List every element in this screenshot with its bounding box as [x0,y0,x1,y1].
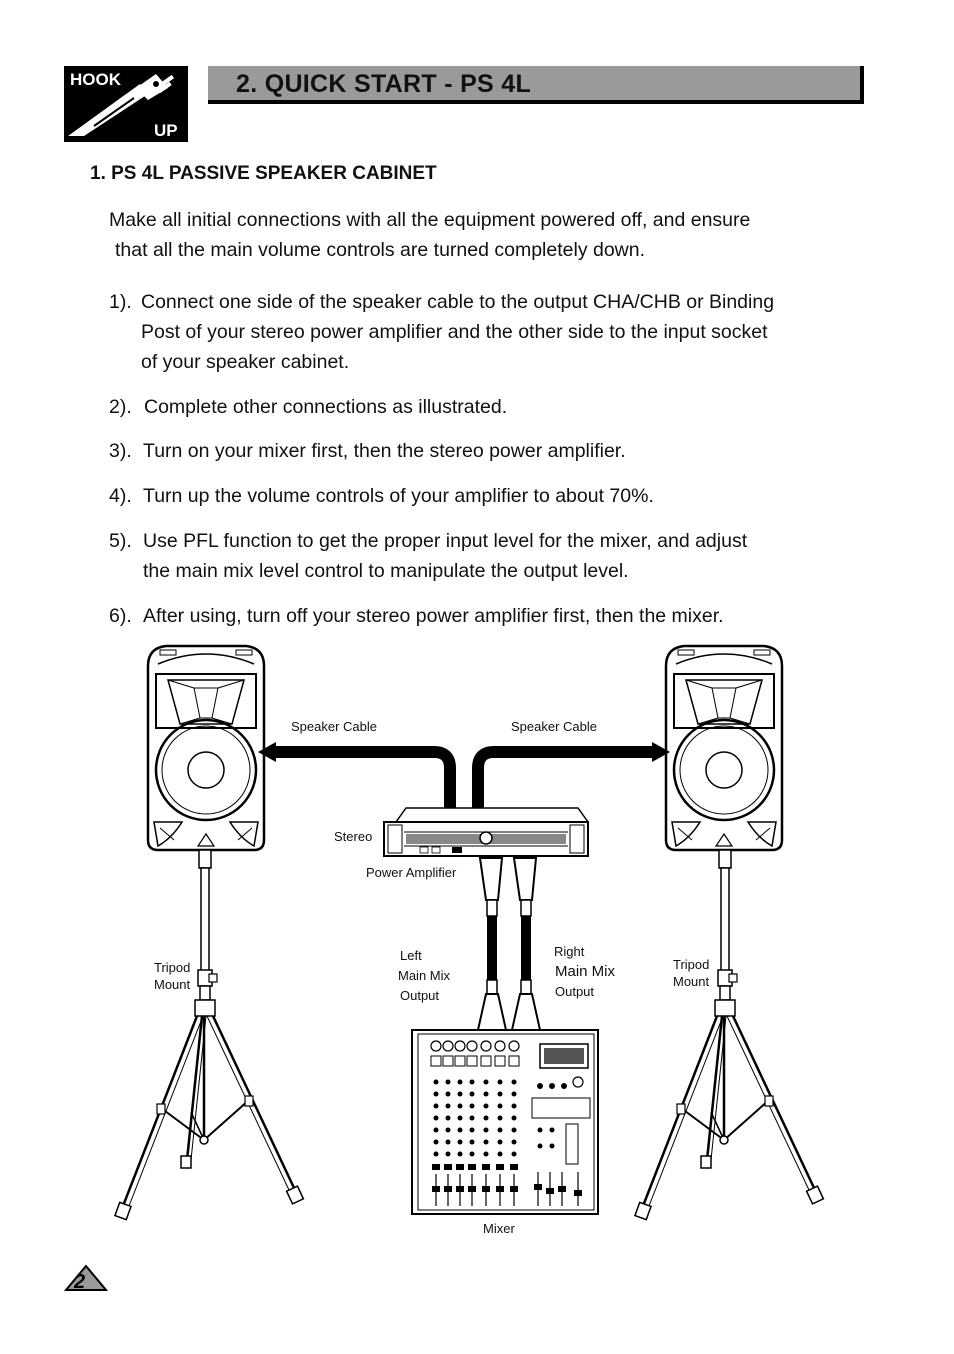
page-number-badge: 2 [60,1262,110,1294]
label-speaker-cable-left: Speaker Cable [291,719,377,734]
step-4-number: 4). [109,485,132,507]
step-5-line-2: the main mix level control to manipulate… [143,560,629,582]
label-tripod-left-2: Mount [154,977,191,992]
speaker-left [146,644,266,852]
label-tripod-right-2: Mount [673,974,710,989]
step-6-number: 6). [109,605,132,627]
label-stereo: Stereo [334,829,372,844]
badge-top-text: HOOK [70,70,122,89]
step-6-line-1: After using, turn off your stereo power … [143,605,724,627]
speaker-right [664,644,784,852]
hookup-badge: HOOK UP [64,66,188,142]
label-right-output-2: Main Mix [555,963,616,980]
intro-line-1: Make all initial connections with all th… [109,209,751,231]
power-amplifier [383,807,590,857]
step-1-line-1: Connect one side of the speaker cable to… [141,291,775,313]
label-speaker-cable-right: Speaker Cable [511,719,597,734]
step-1-number: 1). [109,291,132,313]
label-left-output-1: Left [400,948,422,963]
label-power-amplifier: Power Amplifier [366,865,457,880]
page-title: 2. QUICK START - PS 4L [236,70,532,98]
label-left-output-3: Output [400,988,439,1003]
step-1-line-3: of your speaker cabinet. [141,351,350,373]
page-number: 2 [73,1271,85,1293]
step-5-line-1: Use PFL function to get the proper input… [143,530,748,552]
tripod-left [113,848,305,1221]
label-tripod-left-1: Tripod [154,960,190,975]
label-right-output-1: Right [554,944,585,959]
mixer [411,1029,599,1215]
intro-line-2: that all the main volume controls are tu… [115,239,646,261]
step-5-number: 5). [109,530,132,552]
main-mix-cable-left [476,857,508,1031]
step-3-number: 3). [109,440,132,462]
label-left-output-2: Main Mix [398,968,451,983]
label-tripod-right-1: Tripod [673,957,709,972]
header-bar [208,66,864,104]
main-mix-cable-right [510,857,542,1031]
step-2-line-1: Complete other connections as illustrate… [144,396,508,418]
speaker-cable-right [472,742,670,810]
badge-bottom-text: UP [154,121,178,140]
step-1-line-2: Post of your stereo power amplifier and … [141,321,768,343]
tripod-right [633,848,825,1221]
step-3-line-1: Turn on your mixer first, then the stere… [143,440,626,462]
step-2-number: 2). [109,396,132,418]
label-right-output-3: Output [555,984,594,999]
step-4-line-1: Turn up the volume controls of your ampl… [143,485,654,507]
section-title: 1. PS 4L PASSIVE SPEAKER CABINET [90,163,437,184]
label-mixer: Mixer [483,1221,515,1236]
speaker-cable-left [258,742,456,810]
xlr-plug-icon [68,74,175,136]
hookup-diagram: Speaker Cable Speaker Cable Stereo Power… [100,636,860,1246]
